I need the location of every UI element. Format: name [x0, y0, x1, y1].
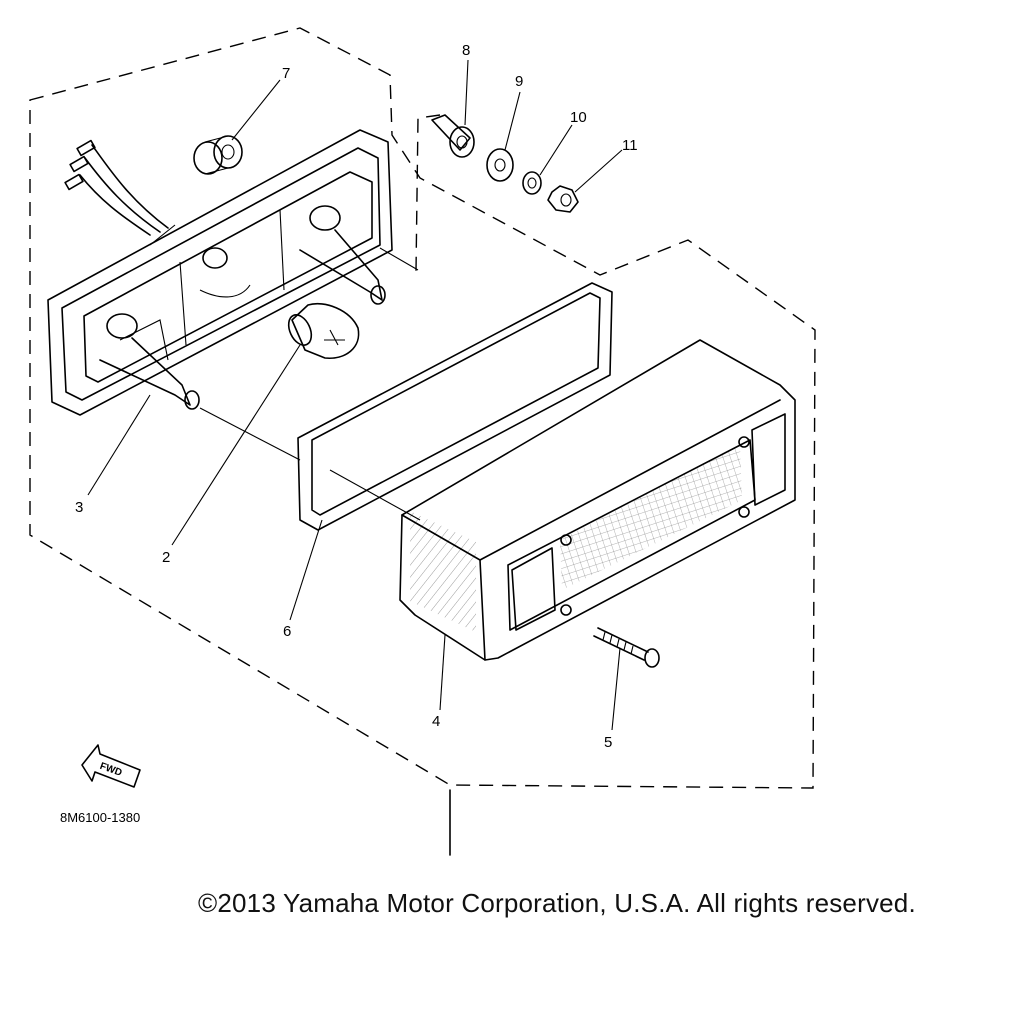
callout-5: 5 — [604, 734, 612, 751]
callout-2: 2 — [162, 549, 170, 566]
grommet-part — [193, 135, 243, 175]
screw-part — [593, 627, 660, 668]
callout-7: 7 — [282, 65, 290, 82]
hardware-bracket — [415, 114, 441, 273]
bulb-part — [287, 303, 360, 359]
parts-diagram: 8 9 10 11 7 3 2 6 4 5 FWD 8M6100-1380 — [29, 27, 816, 856]
callout-3: 3 — [75, 499, 83, 516]
copyright-notice: ©2013 Yamaha Motor Corporation, U.S.A. A… — [198, 888, 916, 918]
callout-8: 8 — [462, 42, 470, 59]
fwd-label: FWD — [98, 761, 123, 779]
part-code: 8M6100-1380 — [60, 810, 140, 825]
callout-4: 4 — [432, 713, 440, 730]
callout-10: 10 — [570, 109, 587, 126]
fwd-arrow-icon: FWD — [81, 744, 141, 788]
lamp-housing — [47, 129, 393, 416]
callout-11: 11 — [622, 137, 638, 154]
callout-9: 9 — [515, 73, 523, 90]
lens-part — [399, 339, 796, 661]
assembly-boundary-left — [29, 27, 816, 789]
gasket-part — [297, 282, 613, 531]
leader-lines — [87, 59, 623, 731]
hardware-parts — [431, 114, 579, 213]
callout-6: 6 — [283, 623, 291, 640]
